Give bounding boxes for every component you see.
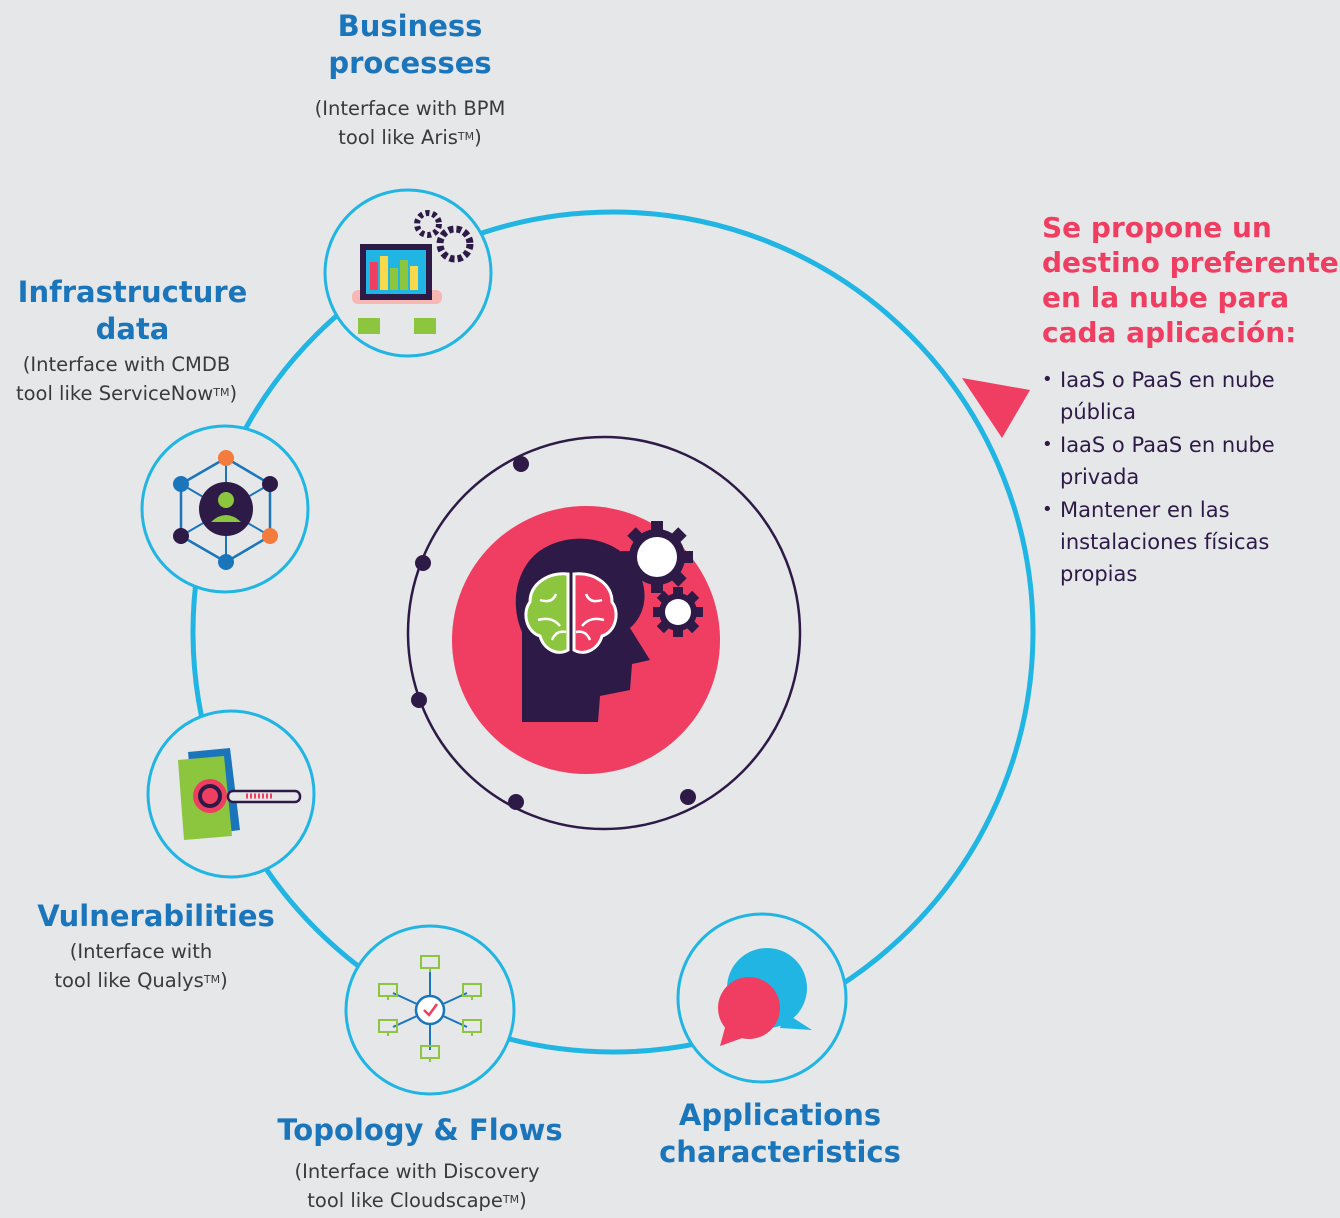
- label-vulnerabilities: Vulnerabilities (Interface with tool lik…: [30, 898, 282, 995]
- inner-orbit-ring: [406, 435, 802, 831]
- label-applications: Applications characteristics: [640, 1097, 920, 1171]
- proposal-heading: destino preferente: [1042, 246, 1339, 279]
- node-title: characteristics: [659, 1135, 901, 1169]
- node-infrastructure: [140, 424, 310, 594]
- label-topology: Topology & Flows (Interface with Discove…: [270, 1112, 570, 1215]
- node-subtitle: (Interface with Discovery tool like Clou…: [294, 1160, 540, 1212]
- proposal-heading: en la nube para: [1042, 281, 1290, 314]
- node-applications: [676, 912, 848, 1084]
- network-topology-icon: [378, 955, 482, 1062]
- node-title: data: [95, 312, 170, 346]
- node-business: [323, 188, 493, 358]
- list-item: IaaS o PaaS en nube privada: [1042, 429, 1340, 493]
- proposal-heading: Se propone un: [1042, 211, 1272, 244]
- node-vulnerabilities: [146, 709, 316, 879]
- node-title: processes: [328, 46, 492, 80]
- proposal-panel: Se propone un destino preferente en la n…: [1042, 210, 1340, 591]
- node-title: Business: [337, 9, 483, 43]
- tablet-chart-gears-icon: [352, 210, 474, 334]
- cycle-arrow-icon: [962, 378, 1030, 438]
- node-title: Vulnerabilities: [37, 899, 275, 933]
- list-item: IaaS o PaaS en nube pública: [1042, 364, 1340, 428]
- chat-bubbles-icon: [718, 948, 812, 1046]
- node-subtitle: (Interface with CMDB tool like ServiceNo…: [15, 353, 238, 405]
- proposal-list: IaaS o PaaS en nube pública IaaS o PaaS …: [1042, 364, 1340, 590]
- list-item: Mantener en las instalaciones físicas pr…: [1042, 494, 1340, 590]
- brain-head-gears-icon: [452, 506, 720, 774]
- document-search-icon: [178, 748, 302, 840]
- label-business: Business processes (Interface with BPM t…: [300, 8, 520, 152]
- node-subtitle: (Interface with BPM tool like ArisTM): [314, 97, 506, 149]
- node-title: Infrastructure: [17, 275, 248, 309]
- orbit-dot: [680, 789, 696, 805]
- outer-cycle-ring: [190, 209, 1036, 1055]
- node-subtitle: (Interface with tool like QualysTM): [54, 940, 228, 992]
- proposal-heading: cada aplicación:: [1042, 316, 1297, 349]
- node-topology: [344, 924, 516, 1096]
- label-infrastructure: Infrastructure data (Interface with CMDB…: [10, 274, 255, 408]
- orbit-dot: [411, 692, 427, 708]
- orbit-dot: [513, 456, 529, 472]
- network-user-icon: [173, 450, 278, 570]
- node-title: Applications: [678, 1098, 882, 1132]
- orbit-dot: [415, 555, 431, 571]
- node-title: Topology & Flows: [277, 1113, 563, 1147]
- orbit-dot: [508, 794, 524, 810]
